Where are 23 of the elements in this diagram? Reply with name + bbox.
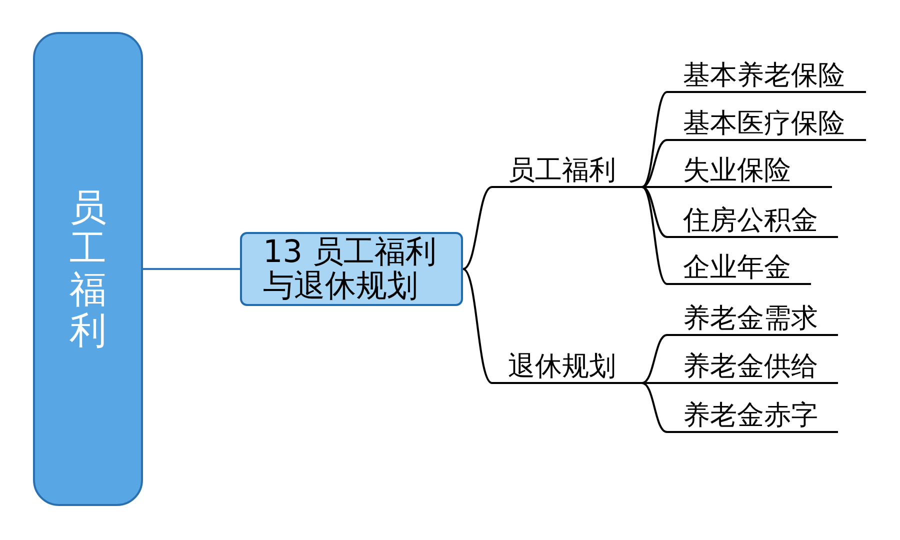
leaf-label: 养老金需求 — [667, 304, 838, 336]
connector-line — [641, 91, 668, 188]
connector-line — [641, 186, 668, 285]
connector-line — [462, 186, 492, 270]
branch-label: 退休规划 — [492, 352, 642, 384]
leaf-label: 住房公积金 — [667, 206, 838, 238]
leaf-label: 基本养老保险 — [667, 61, 866, 93]
topic-box: 13 员工福利与退休规划 — [240, 232, 463, 306]
branch-label: 员工福利 — [492, 156, 642, 188]
connector-line — [642, 334, 668, 384]
leaf-label: 企业年金 — [667, 253, 811, 285]
connector-line — [642, 186, 668, 238]
leaf-label: 基本医疗保险 — [667, 109, 866, 141]
connector-line — [462, 268, 493, 384]
connector-line — [642, 186, 667, 188]
leaf-label: 养老金供给 — [667, 352, 838, 384]
leaf-label: 失业保险 — [667, 156, 832, 188]
connector-line — [143, 268, 240, 270]
leaf-label: 养老金赤字 — [667, 401, 838, 433]
title-box: 员工福利 — [33, 32, 143, 506]
connector-line — [642, 382, 668, 433]
connector-line — [642, 382, 667, 384]
connector-line — [642, 139, 668, 188]
